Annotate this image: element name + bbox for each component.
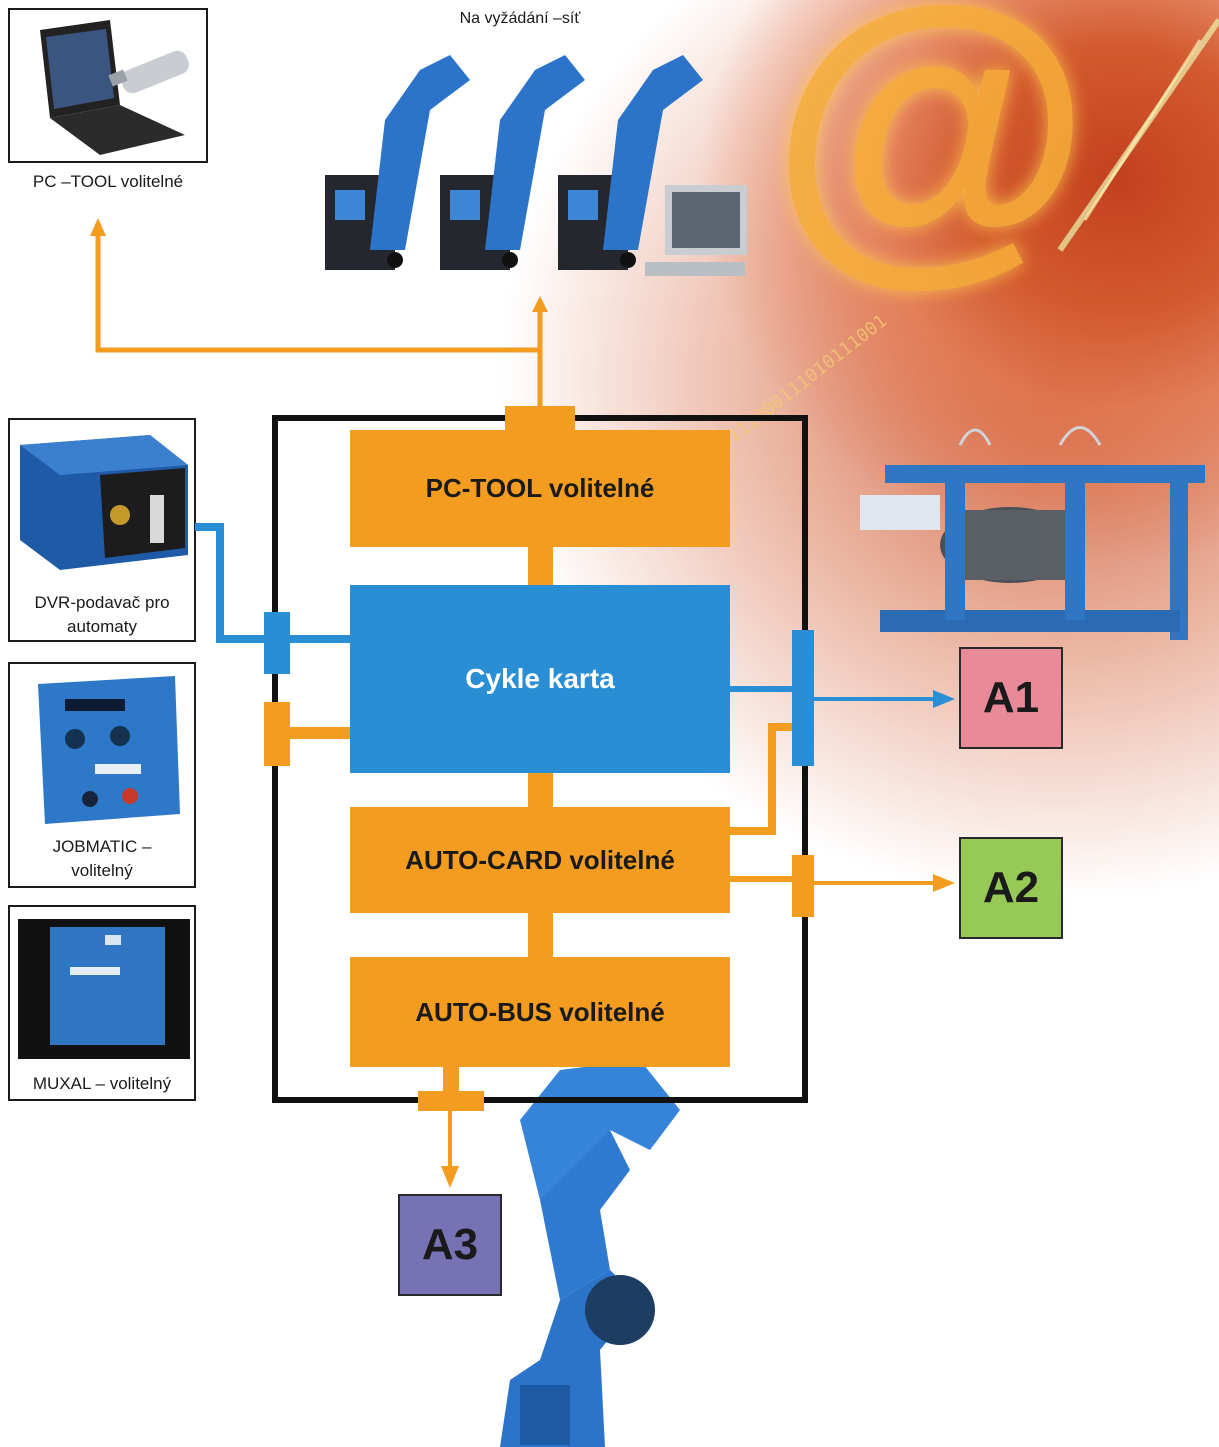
jobmatic-caption-line-1: JOBMATIC – — [52, 837, 152, 856]
control-panel-icon — [18, 919, 190, 1059]
arrow-a2 — [933, 874, 955, 892]
usb-stick-icon — [108, 50, 189, 94]
pc-tool-thumbnail — [8, 8, 208, 163]
line-autocard-a1 — [730, 723, 792, 835]
link-pctool-cycle — [528, 547, 553, 585]
at-sign-icon: @ — [770, 0, 1092, 309]
dvr-caption-line-2: automaty — [67, 617, 137, 636]
connector-right-orange — [792, 855, 814, 917]
muxal-thumbnail: MUXAL – volitelný — [8, 905, 196, 1101]
link-autocard-autobus — [528, 913, 553, 957]
arrow-a1 — [933, 690, 955, 708]
link-cycle-autocard — [528, 773, 553, 807]
arrow-network — [532, 296, 548, 312]
control-panel-icon — [38, 676, 180, 824]
output-a1-badge: A1 — [959, 647, 1063, 749]
pc-tool-caption: PC –TOOL volitelné — [32, 172, 184, 191]
output-a3-badge: A3 — [398, 1194, 502, 1296]
output-a2-badge: A2 — [959, 837, 1063, 939]
laptop-icon — [40, 20, 189, 155]
connector-left-orange — [264, 702, 290, 766]
arrow-laptop — [90, 218, 106, 236]
wire-feeder-icon — [20, 435, 188, 570]
connector-top — [505, 406, 575, 430]
cycle-card-block: Cykle karta — [350, 585, 730, 773]
muxal-caption: MUXAL – volitelný — [32, 1074, 172, 1093]
auto-card-block: AUTO-CARD volitelné — [350, 807, 730, 913]
dvr-thumbnail: DVR-podavač pro automaty — [8, 418, 196, 642]
auto-bus-block: AUTO-BUS volitelné — [350, 957, 730, 1067]
connector-right-blue — [792, 630, 814, 766]
pc-tool-block: PC-TOOL volitelné — [350, 430, 730, 547]
network-caption: Na vyžádání –síť — [459, 10, 581, 27]
connector-bottom — [418, 1091, 484, 1111]
arrow-a3 — [441, 1166, 459, 1188]
jobmatic-thumbnail: JOBMATIC – volitelný — [8, 662, 196, 888]
dvr-caption-line-1: DVR-podavač pro — [34, 593, 170, 612]
connector-left-blue — [264, 612, 290, 674]
line-pctool-laptop — [95, 232, 540, 353]
jobmatic-caption-line-2: volitelný — [71, 861, 133, 880]
